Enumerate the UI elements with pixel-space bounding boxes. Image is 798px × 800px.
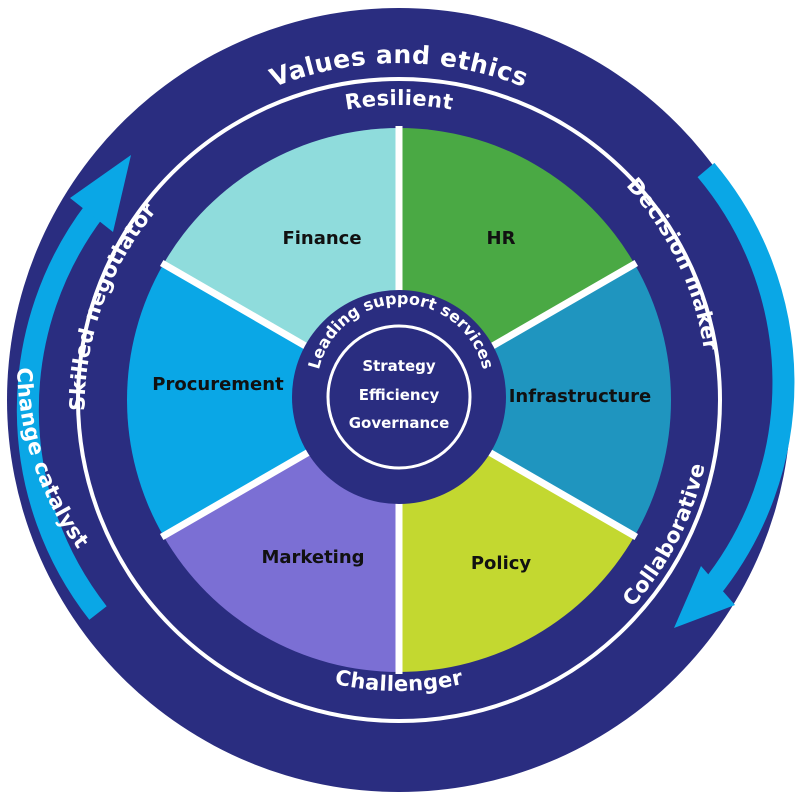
trait-top: Resilient — [343, 86, 455, 115]
core-line-efficiency: Efficiency — [359, 386, 440, 404]
segment-label-policy: Policy — [471, 553, 532, 574]
hub-core — [326, 324, 472, 470]
segment-label-finance: Finance — [282, 228, 361, 249]
segment-label-procurement: Procurement — [152, 374, 284, 395]
segment-infrastructure — [399, 264, 671, 536]
segment-procurement — [127, 264, 399, 536]
trait-top-text: Resilient — [343, 86, 454, 115]
segment-label-hr: HR — [487, 228, 516, 249]
segment-label-marketing: Marketing — [261, 547, 364, 568]
right-arrow-icon — [674, 162, 795, 628]
core-line-strategy: Strategy — [362, 357, 436, 375]
core-line-governance: Governance — [349, 414, 450, 432]
segment-label-infrastructure: Infrastructure — [509, 386, 652, 407]
ring-separator — [76, 77, 722, 723]
left-arrow-icon — [16, 155, 131, 620]
